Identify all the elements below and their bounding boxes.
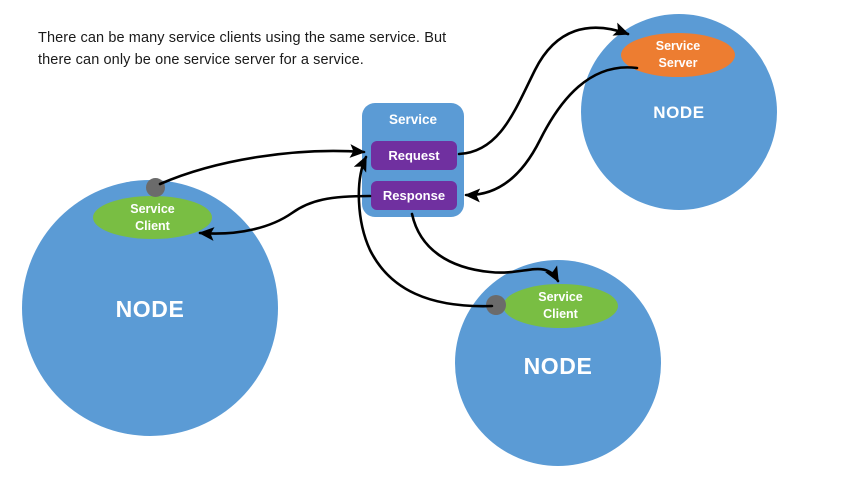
service-client-left-line1: Service <box>130 201 175 216</box>
response-box: Response <box>371 181 457 210</box>
service-client-left-line2: Client <box>135 218 170 233</box>
connector-dot-client-left <box>146 178 165 197</box>
node-label-server: NODE <box>653 103 705 122</box>
service-client-bottom-ellipse: Service Client <box>503 284 618 328</box>
service-client-left-ellipse: Service Client <box>93 196 212 239</box>
service-client-bottom-line2: Client <box>543 307 578 321</box>
arrow-client-left-to-request <box>158 144 366 186</box>
service-title: Service <box>388 112 438 127</box>
caption-text: There can be many service clients using … <box>38 30 447 69</box>
service-server-ellipse: Service Server <box>621 33 735 77</box>
service-box: Service Request Response <box>362 103 464 217</box>
service-server-line1: Service <box>655 39 701 54</box>
node-label-client-bottom: NODE <box>523 353 593 379</box>
service-client-bottom-line1: Service <box>538 290 583 305</box>
request-box: Request <box>371 141 457 170</box>
connector-dot-client-bottom <box>486 295 506 315</box>
service-server-line2: Server <box>658 56 698 70</box>
node-label-client-left: NODE <box>115 296 185 322</box>
